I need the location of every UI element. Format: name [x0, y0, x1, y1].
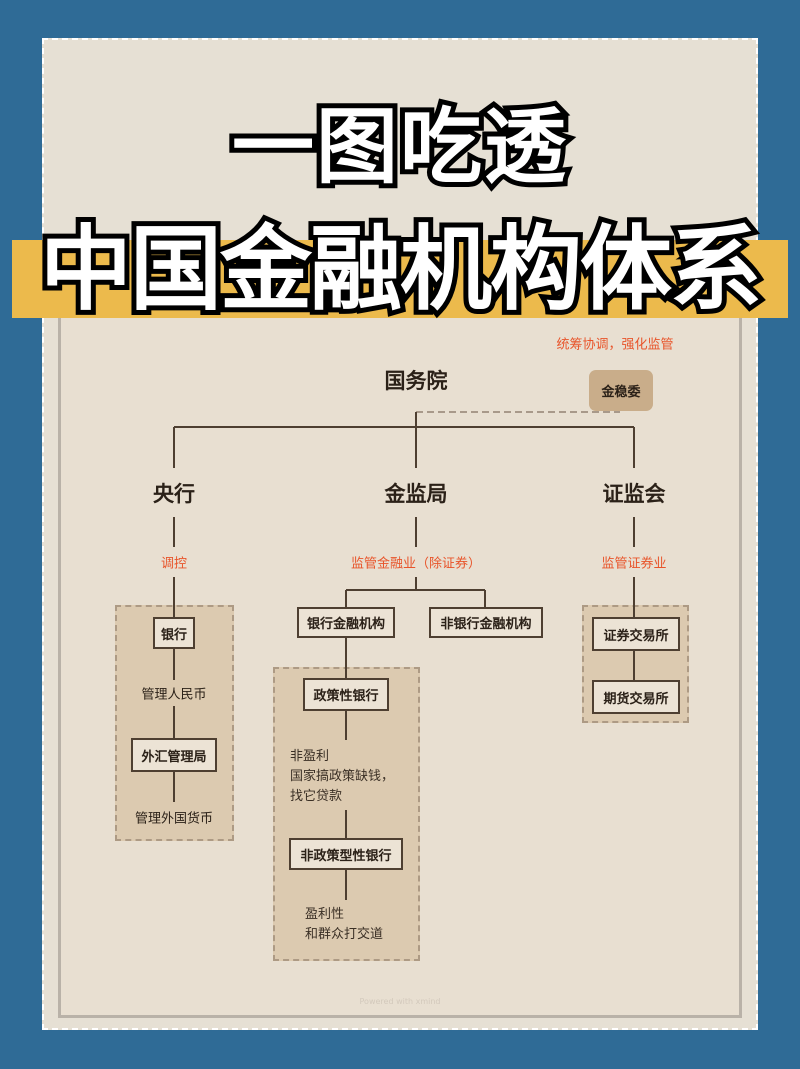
policy-bank-box: 政策性银行: [303, 678, 389, 711]
title-line1: 一图吃透: [227, 95, 571, 200]
stock-exchange-box: 证券交易所: [592, 617, 680, 651]
nonbank-fi-box: 非银行金融机构: [429, 607, 543, 638]
note-line: 国家搞政策缺钱，: [290, 769, 395, 784]
bank-fi-box: 银行金融机构: [297, 607, 395, 638]
note-line: 和群众打交道: [305, 927, 384, 942]
note-line: 非盈利: [290, 749, 330, 764]
committee-node: 金稳委: [589, 370, 653, 411]
foreign-currency-note: 管理外国货币: [134, 811, 214, 827]
title-band: [12, 240, 788, 318]
nonpolicy-bank-box: 非政策型性银行: [289, 838, 403, 870]
csrc-node: 证监会: [602, 482, 666, 506]
futures-exchange-box: 期货交易所: [592, 680, 680, 714]
policy-bank-note: 非盈利 国家搞政策缺钱， 找它贷款: [290, 747, 394, 807]
safe-box: 外汇管理局: [131, 738, 217, 772]
nonpolicy-bank-note: 盈利性 和群众打交道: [305, 905, 383, 945]
nfra-node: 金监局: [384, 482, 448, 506]
note-line: 盈利性: [305, 907, 345, 922]
rmb-note: 管理人民币: [141, 687, 207, 703]
csrc-role: 监管证券业: [601, 556, 667, 572]
nfra-role: 监管金融业（除证券）: [350, 556, 482, 572]
note-line: 找它贷款: [290, 789, 343, 804]
bank-box: 银行: [153, 617, 195, 649]
root-node: 国务院: [384, 369, 448, 393]
title-line2: 中国金融机构体系: [35, 211, 767, 328]
central-bank-role: 调控: [160, 556, 188, 572]
footer-watermark: Powered with xmind: [359, 997, 441, 1006]
top-note: 统筹协调，强化监管: [556, 337, 674, 353]
central-bank-node: 央行: [153, 482, 195, 506]
